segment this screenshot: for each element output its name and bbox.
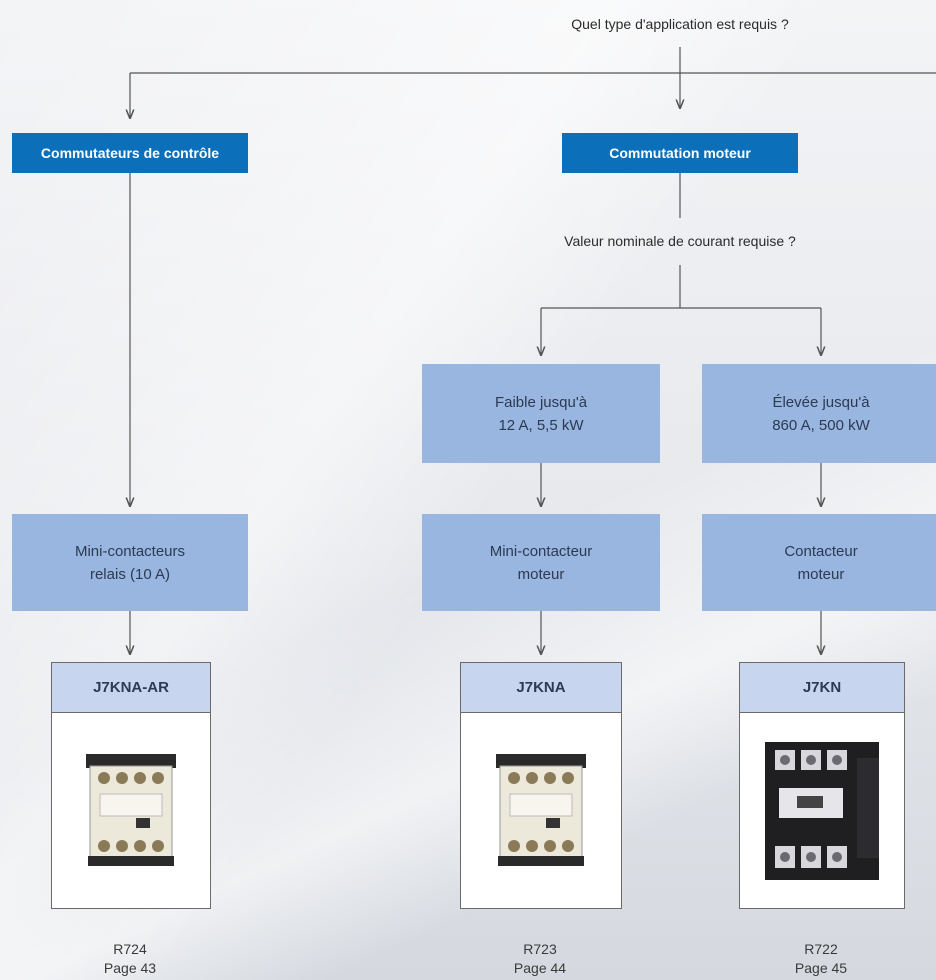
product-footer-j7kna-ar: R724 Page 43 bbox=[104, 940, 156, 978]
product-page-link[interactable]: Page 44 bbox=[513, 960, 567, 976]
level-high-line1: Élevée jusqu'à bbox=[772, 393, 870, 411]
product-page-link[interactable]: Page 43 bbox=[103, 960, 157, 976]
product-card-j7kna[interactable]: J7KNA bbox=[460, 662, 622, 909]
branch-motor-switching[interactable]: Commutation moteur bbox=[562, 133, 798, 173]
product-code: R723 bbox=[523, 941, 557, 957]
mini-contactor-image bbox=[461, 713, 621, 908]
branch-control-switches[interactable]: Commutateurs de contrôle bbox=[12, 133, 248, 173]
type-motor[interactable]: Contacteur moteur bbox=[702, 514, 936, 611]
product-code: R722 bbox=[804, 941, 838, 957]
question-application-type: Quel type d'application est requis ? bbox=[571, 16, 789, 32]
product-name: J7KNA-AR bbox=[52, 663, 210, 713]
motor-contactor-image bbox=[740, 713, 904, 908]
product-code: R724 bbox=[113, 941, 147, 957]
type-mini-relay-line1: Mini-contacteurs bbox=[74, 542, 186, 560]
product-footer-j7kna: R723 Page 44 bbox=[514, 940, 566, 978]
level-high-line2: 860 A, 500 kW bbox=[772, 416, 870, 434]
type-motor-line2: moteur bbox=[797, 565, 845, 583]
product-name: J7KNA bbox=[461, 663, 621, 713]
type-mini-motor-line2: moteur bbox=[517, 565, 565, 583]
question-current-rating: Valeur nominale de courant requise ? bbox=[564, 233, 796, 249]
product-name: J7KN bbox=[740, 663, 904, 713]
type-mini-motor-line1: Mini-contacteur bbox=[489, 542, 593, 560]
type-mini-relay[interactable]: Mini-contacteurs relais (10 A) bbox=[12, 514, 248, 611]
level-low-line1: Faible jusqu'à bbox=[494, 393, 588, 411]
type-motor-line1: Contacteur bbox=[784, 542, 858, 560]
type-mini-relay-line2: relais (10 A) bbox=[89, 565, 171, 583]
product-card-j7kn[interactable]: J7KN bbox=[739, 662, 905, 909]
mini-contactor-image bbox=[52, 713, 210, 908]
product-page-link[interactable]: Page 45 bbox=[794, 960, 848, 976]
level-low[interactable]: Faible jusqu'à 12 A, 5,5 kW bbox=[422, 364, 660, 463]
type-mini-motor[interactable]: Mini-contacteur moteur bbox=[422, 514, 660, 611]
level-low-line2: 12 A, 5,5 kW bbox=[498, 416, 584, 434]
level-high[interactable]: Élevée jusqu'à 860 A, 500 kW bbox=[702, 364, 936, 463]
product-footer-j7kn: R722 Page 45 bbox=[795, 940, 847, 978]
product-card-j7kna-ar[interactable]: J7KNA-AR bbox=[51, 662, 211, 909]
